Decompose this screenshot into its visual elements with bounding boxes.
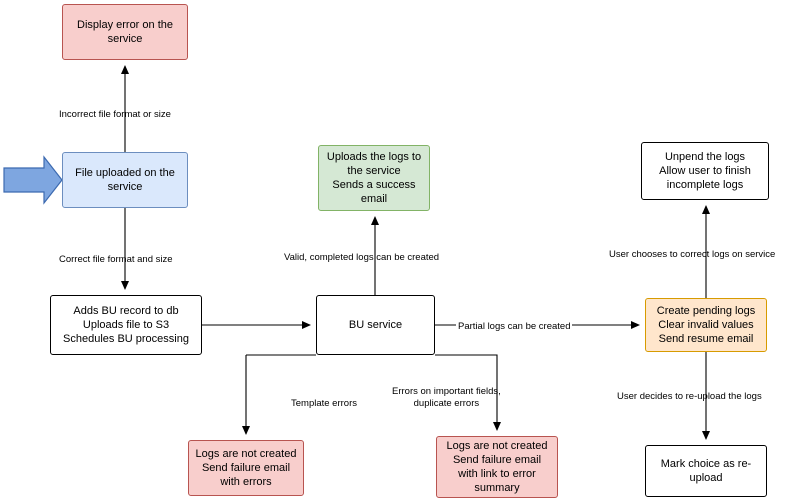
- edge-label-template-errors: Template errors: [291, 398, 357, 409]
- node-logs-not-created-template[interactable]: Logs are not created Send failure email …: [188, 440, 304, 496]
- input-arrow-icon: [3, 155, 63, 205]
- edge-label-partial-logs: Partial logs can be created: [456, 321, 573, 333]
- node-adds-bu-record[interactable]: Adds BU record to db Uploads file to S3 …: [50, 295, 202, 355]
- node-uploads-logs[interactable]: Uploads the logs to the service Sends a …: [318, 145, 430, 211]
- node-mark-choice-reupload[interactable]: Mark choice as re- upload: [645, 445, 767, 497]
- node-logs-not-created-summary[interactable]: Logs are not created Send failure email …: [436, 436, 558, 498]
- edge-label-user-decides-reupload: User decides to re-upload the logs: [617, 391, 762, 402]
- edge-label-valid-completed: Valid, completed logs can be created: [284, 252, 440, 263]
- node-create-pending-logs[interactable]: Create pending logs Clear invalid values…: [645, 298, 767, 352]
- node-file-uploaded[interactable]: File uploaded on the service: [62, 152, 188, 208]
- edge-label-user-chooses-correct: User chooses to correct logs on service: [609, 249, 776, 260]
- edge-label-incorrect-format: Incorrect file format or size: [59, 109, 171, 120]
- edge-label-errors-important-fields: Errors on important fields, duplicate er…: [392, 386, 501, 409]
- node-display-error[interactable]: Display error on the service: [62, 4, 188, 60]
- edge-label-correct-format: Correct file format and size: [59, 254, 173, 265]
- node-bu-service[interactable]: BU service: [316, 295, 435, 355]
- node-unpend-logs[interactable]: Unpend the logs Allow user to finish inc…: [641, 142, 769, 200]
